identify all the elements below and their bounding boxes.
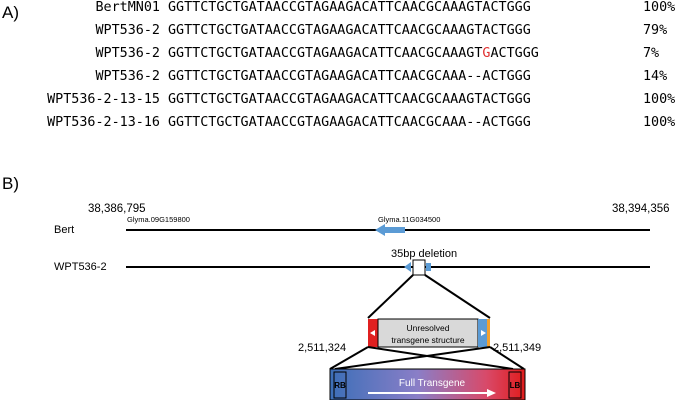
sequence-part: GGTTCTGCTGATAACCGTAGAAGACATTCAACGCAAAGTA… — [168, 23, 531, 38]
coord-right: 38,394,356 — [612, 203, 670, 215]
sequence-part: GGTTCTGCTGATAACCGTAGAAGACATTCAACGCAAAGT — [168, 46, 483, 61]
sequence-part: GGTTCTGCTGATAACCGTAGAAGACATTCAACGCAAA--A… — [168, 69, 531, 84]
sequence-part: GGTTCTGCTGATAACCGTAGAAGACATTCAACGCAAAGTA… — [168, 92, 531, 107]
cross-line-d — [489, 346, 525, 370]
full-transgene-label: Full Transgene — [399, 378, 466, 389]
cross-line-a — [367, 346, 514, 370]
rb-border-box — [333, 371, 347, 399]
lb-border-box — [508, 371, 522, 399]
sequence-part: GGTTCTGCTGATAACCGTAGAAGACATTCAACGCAAA--A… — [168, 115, 531, 130]
insertion-site-box — [412, 259, 426, 276]
cross-line-b — [334, 346, 491, 370]
unresolved-transgene-box — [377, 318, 479, 348]
sequence: GGTTCTGCTGATAACCGTAGAAGACATTCAACGCAAAGTA… — [168, 0, 531, 15]
read-percentage: 100% — [643, 0, 676, 15]
zoom-line-left — [367, 274, 414, 319]
sequence: GGTTCTGCTGATAACCGTAGAAGACATTCAACGCAAAGTA… — [168, 92, 531, 107]
gene-arrow-right-part — [426, 263, 431, 271]
sequence: GGTTCTGCTGATAACCGTAGAAGACATTCAACGCAAAGTG… — [168, 46, 539, 61]
sample-name: WPT536-2 — [95, 69, 161, 84]
panel-b-label: B) — [2, 174, 19, 193]
coord-left: 38,386,795 — [88, 203, 146, 215]
read-percentage: 14% — [643, 69, 668, 84]
track-bert-label: Bert — [54, 224, 74, 236]
unresolved-label-line2: transgene structure — [391, 335, 465, 345]
read-percentage: 100% — [643, 115, 676, 130]
alignment-row: WPT536-2 GGTTCTGCTGATAACCGTAGAAGACATTCAAC… — [0, 69, 685, 93]
sequence: GGTTCTGCTGATAACCGTAGAAGACATTCAACGCAAA--A… — [168, 115, 531, 130]
sample-name: WPT536-2-13-15 — [47, 92, 160, 107]
gene-arrow-bert — [375, 224, 405, 236]
gene-arrow-left-part — [404, 262, 411, 272]
sample-name: WPT536-2-13-16 — [47, 115, 160, 130]
sample-name: WPT536-2 — [95, 23, 161, 38]
alignment-row: WPT536-2-13-16 GGTTCTGCTGATAACCGTAGAAGACA… — [0, 115, 685, 139]
sample-name: WPT536-2 — [95, 46, 161, 61]
alignment-row: WPT536-2 GGTTCTGCTGATAACCGTAGAAGACATTCAAC… — [0, 46, 685, 70]
gene-left-label: Glyma.09G159800 — [127, 215, 190, 224]
lb-label: LB — [510, 381, 521, 390]
deletion-label: 35bp deletion — [391, 248, 457, 260]
zoom-line-right — [424, 274, 491, 319]
insert-left-coord: 2,511,324 — [298, 342, 346, 354]
sequence: GGTTCTGCTGATAACCGTAGAAGACATTCAACGCAAA--A… — [168, 69, 531, 84]
track-wpt-label: WPT536-2 — [54, 261, 107, 273]
unresolved-left-arrowhead — [370, 330, 375, 336]
gene-mid-label: Glyma.11G034500 — [378, 215, 440, 224]
insert-right-coord: 2,511,349 — [493, 342, 541, 354]
unresolved-orange-edge — [487, 319, 490, 347]
full-transgene-arrowhead — [487, 389, 496, 397]
alignment-row: WPT536-2-13-15 GGTTCTGCTGATAACCGTAGAAGACA… — [0, 92, 685, 116]
unresolved-label-line1: Unresolved — [407, 323, 450, 333]
cross-line-c — [329, 346, 369, 370]
alignment-row: WPT536-2 GGTTCTGCTGATAACCGTAGAAGACATTCAAC… — [0, 23, 685, 47]
sequence-part: GGTTCTGCTGATAACCGTAGAAGACATTCAACGCAAAGTA… — [168, 0, 531, 15]
sample-name: BertMN01 — [95, 0, 161, 15]
unresolved-right-arrowhead — [481, 330, 486, 336]
sequence-part: ACTGGG — [490, 46, 539, 61]
read-percentage: 79% — [643, 23, 668, 38]
sequence: GGTTCTGCTGATAACCGTAGAAGACATTCAACGCAAAGTA… — [168, 23, 531, 38]
panel-a-label: A) — [2, 3, 19, 22]
full-transgene-box — [329, 368, 526, 400]
read-percentage: 7% — [643, 46, 660, 61]
alignment-row: BertMN01 GGTTCTGCTGATAACCGTAGAAGACATTCAAC… — [0, 0, 685, 24]
sequence-mutation: G — [482, 46, 491, 61]
read-percentage: 100% — [643, 92, 676, 107]
rb-label: RB — [334, 381, 346, 390]
